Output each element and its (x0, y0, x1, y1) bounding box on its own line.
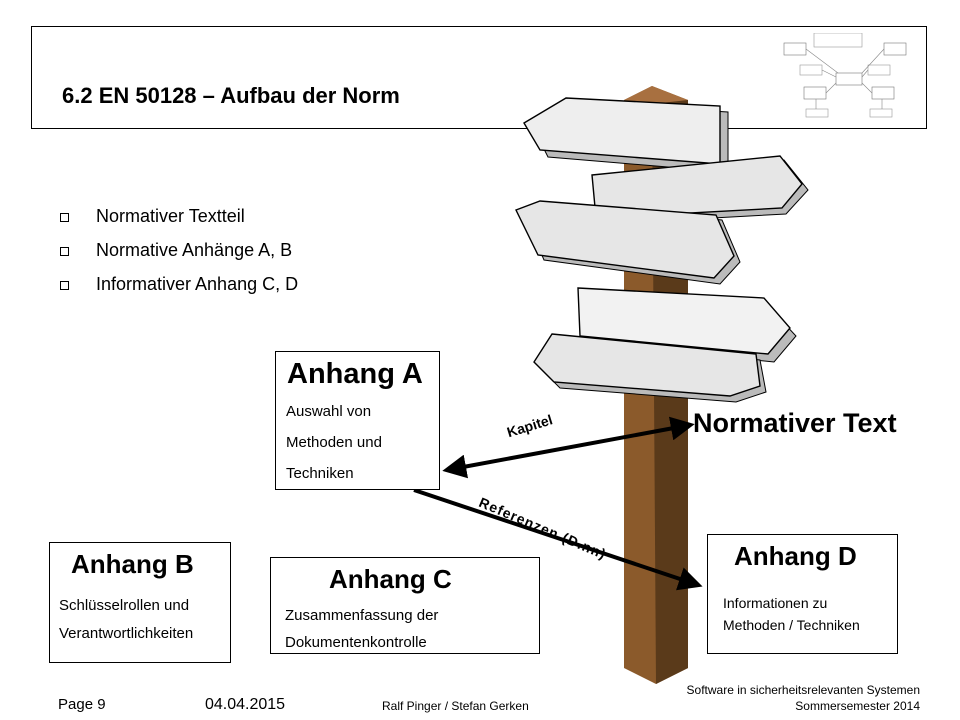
header-frame: 6.2 EN 50128 – Aufbau der Norm (31, 26, 927, 129)
annex-c-title: Anhang C (329, 564, 452, 594)
annex-d-title: Anhang D (734, 541, 857, 571)
list-item-label: Normativer Textteil (96, 206, 245, 226)
annex-a-title: Anhang A (287, 358, 423, 390)
mini-diagram-thumbnail (783, 33, 907, 118)
annex-b-description: Schlüsselrollen und Verantwortlichkeiten (59, 592, 231, 648)
footer-authors: Ralf Pinger / Stefan Gerken (382, 699, 529, 713)
kapitel-arrow (442, 416, 695, 479)
signpost-sign-2 (591, 155, 809, 225)
list-item: Normative Anhänge A, B (58, 240, 298, 274)
annex-b-line: Verantwortlichkeiten (59, 625, 194, 642)
footer-course: Software in sicherheitsrelevanten System… (628, 682, 920, 714)
signpost-sign-5 (533, 333, 767, 403)
footer-page-number: Page 9 (58, 696, 106, 713)
annex-a-line: Methoden und (286, 434, 382, 451)
annex-c-box: Anhang C Zusammenfassung der Dokumentenk… (270, 557, 540, 654)
bullet-list: Normativer Textteil Normative Anhänge A,… (58, 206, 298, 308)
footer-semester: Sommersemester 2014 (795, 699, 920, 713)
annex-a-line: Techniken (286, 465, 354, 482)
annex-a-box: Anhang A Auswahl von Methoden und Techni… (275, 351, 440, 490)
annex-d-description: Informationen zu Methoden / Techniken (723, 592, 893, 636)
annex-b-line: Schlüsselrollen und (59, 597, 190, 614)
annex-c-line: Dokumentenkontrolle (285, 634, 427, 651)
signpost-sign-1 (523, 97, 729, 173)
checkbox-bullet-icon (60, 213, 69, 222)
signpost-pole-top (624, 86, 688, 104)
annex-c-line: Zusammenfassung der (285, 607, 439, 624)
annex-a-description: Auswahl von Methoden und Techniken (286, 396, 436, 489)
annex-d-line: Informationen zu (723, 595, 828, 611)
page-title: 6.2 EN 50128 – Aufbau der Norm (62, 83, 400, 108)
footer-date: 04.04.2015 (205, 696, 286, 713)
checkbox-bullet-icon (60, 247, 69, 256)
annex-c-description: Zusammenfassung der Dokumentenkontrolle (285, 602, 535, 656)
list-item-label: Informativer Anhang C, D (96, 274, 299, 294)
annex-b-title: Anhang B (71, 549, 194, 579)
footer-course-title: Software in sicherheitsrelevanten System… (686, 683, 920, 697)
normative-text-label: Normativer Text (693, 408, 897, 438)
annex-a-line: Auswahl von (286, 403, 372, 420)
annex-b-box: Anhang B Schlüsselrollen und Verantwortl… (49, 542, 231, 663)
annex-d-box: Anhang D Informationen zu Methoden / Tec… (707, 534, 898, 654)
checkbox-bullet-icon (60, 281, 69, 290)
signpost-sign-3 (515, 200, 741, 285)
referenzen-arrow (413, 488, 703, 591)
list-item-label: Normative Anhänge A, B (96, 240, 293, 260)
annex-d-line: Methoden / Techniken (723, 617, 860, 633)
list-item: Normativer Textteil (58, 206, 298, 240)
list-item: Informativer Anhang C, D (58, 274, 298, 308)
